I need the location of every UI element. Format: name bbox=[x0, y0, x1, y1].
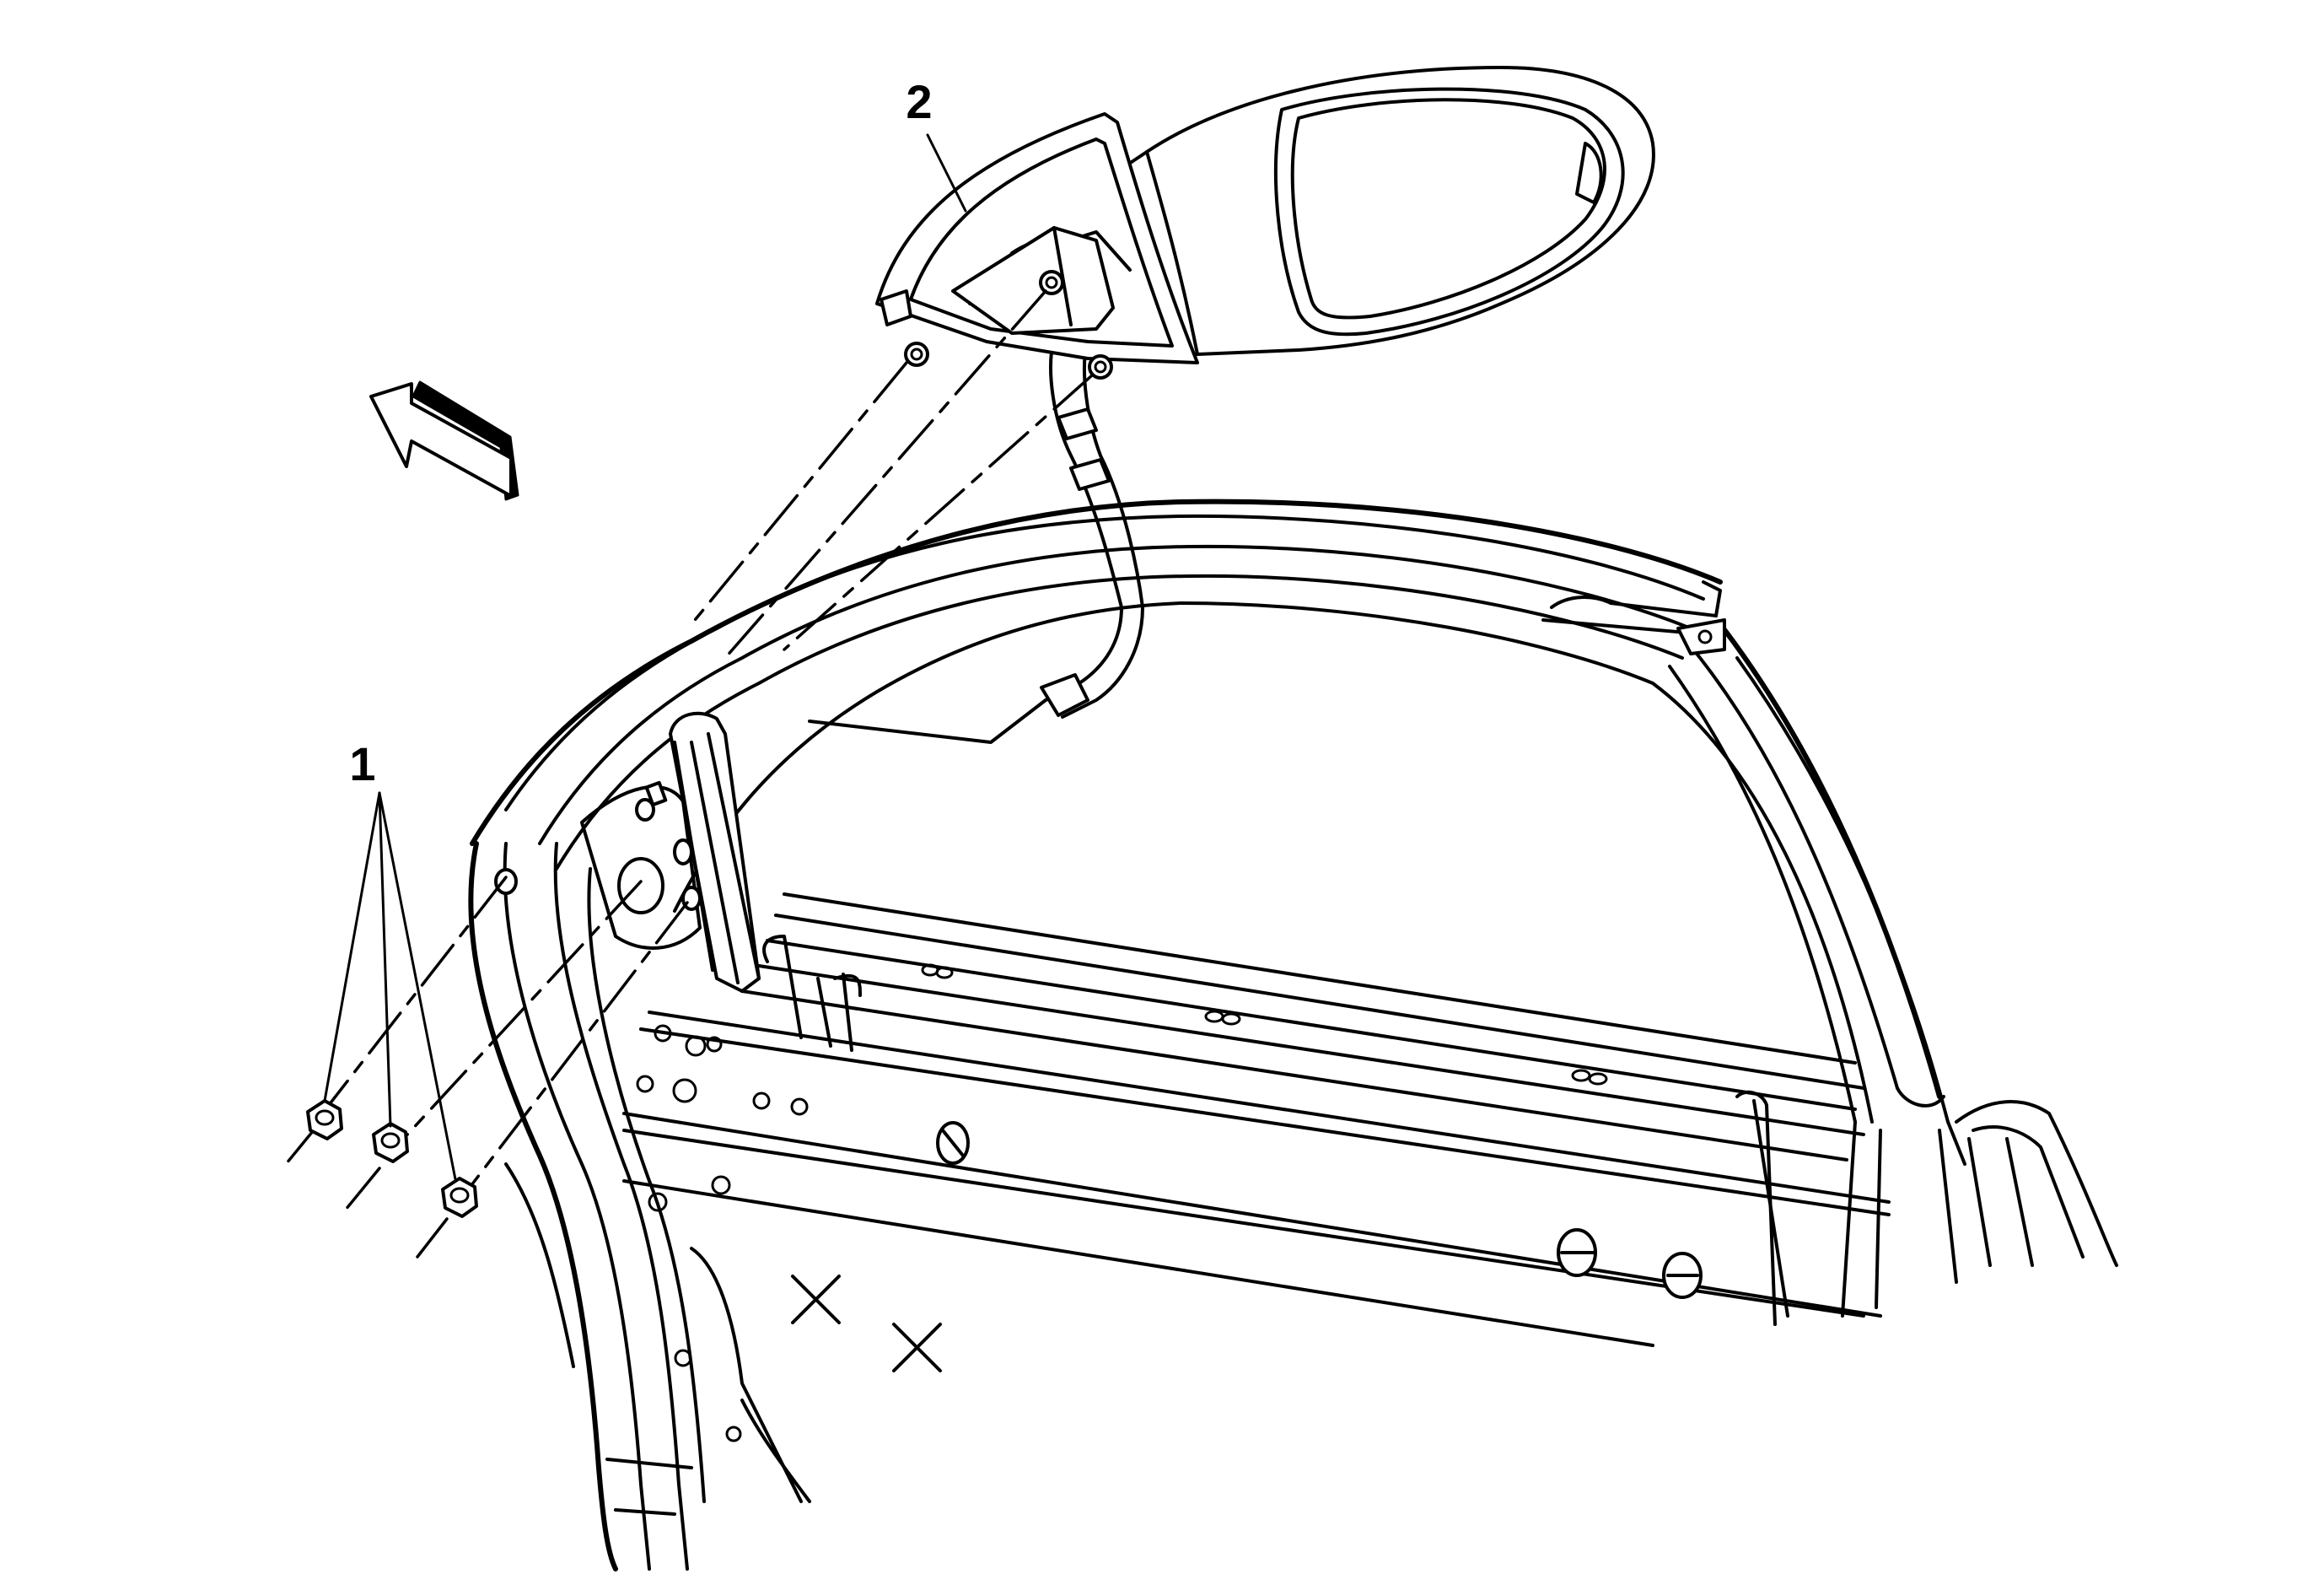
mirror-studs bbox=[904, 270, 1113, 380]
mirror-nuts bbox=[306, 1099, 478, 1218]
callout-label-1: 1 bbox=[349, 737, 375, 790]
nut-1 bbox=[306, 1099, 343, 1140]
outside-mirror-assembly bbox=[875, 66, 1655, 380]
wiring-harness bbox=[808, 336, 1144, 744]
door-frame bbox=[468, 499, 2118, 1571]
callout-label-2: 2 bbox=[906, 75, 932, 128]
nut-3 bbox=[441, 1177, 478, 1218]
nut-2 bbox=[372, 1122, 409, 1163]
x-marks bbox=[791, 1275, 942, 1372]
front-direction-arrow-icon bbox=[369, 380, 519, 501]
alignment-lines bbox=[281, 289, 1094, 1259]
leader-lines bbox=[323, 133, 967, 1181]
beam-holes bbox=[636, 963, 1703, 1442]
